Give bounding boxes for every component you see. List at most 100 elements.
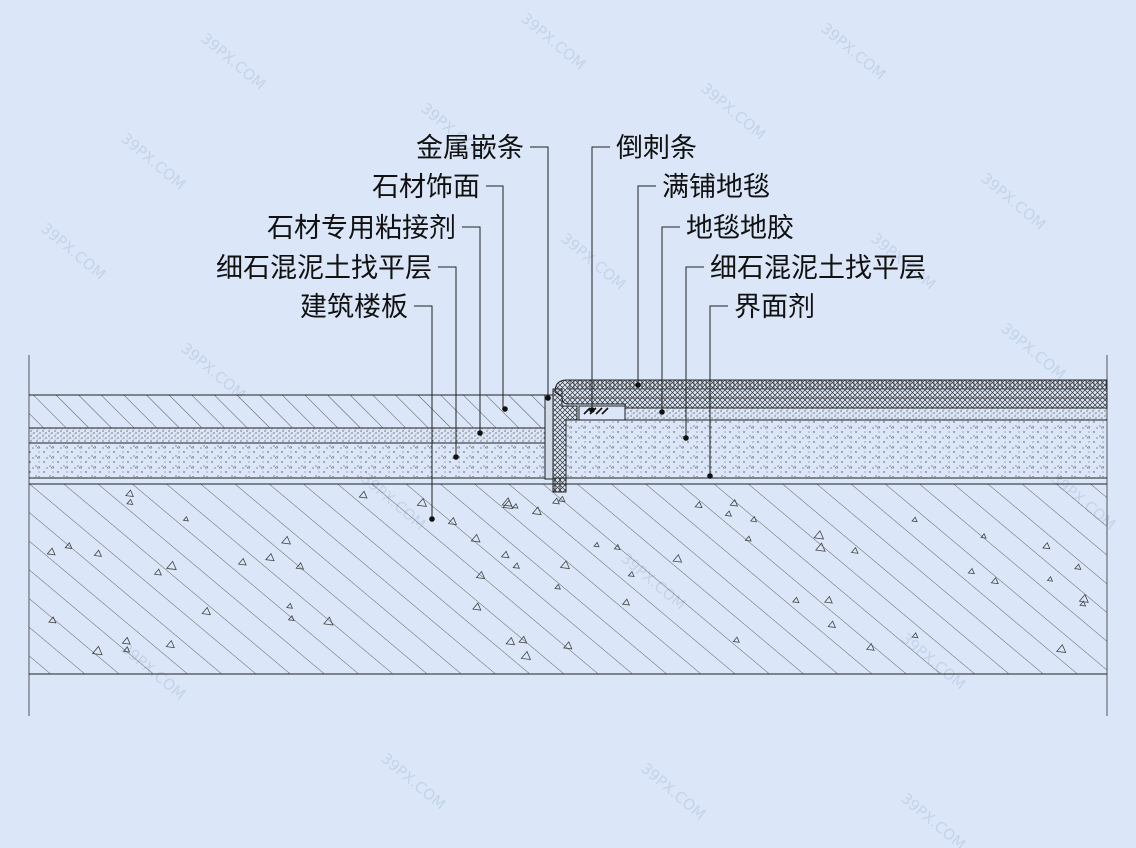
aggregate-mark <box>613 543 621 551</box>
left-leader-dots <box>429 395 551 522</box>
carpet-shape <box>554 379 1108 409</box>
aggregate-mark <box>1079 600 1087 607</box>
aggregate-mark <box>286 602 294 609</box>
aggregate-mark <box>823 595 833 604</box>
aggregate-mark <box>990 576 999 585</box>
watermark-text: 39PX.COM <box>517 9 589 73</box>
aggregate-mark <box>627 570 635 577</box>
watermark-text: 39PX.COM <box>817 19 889 83</box>
label-carpet: 满铺地毯 <box>662 172 770 203</box>
right-screed-shape <box>566 419 1107 478</box>
aggregate-mark <box>48 616 57 624</box>
right-leaders <box>591 146 728 476</box>
aggregate-mark <box>416 497 428 507</box>
aggregate-mark <box>201 606 211 616</box>
aggregate-mark <box>125 489 134 498</box>
aggregate-mark <box>46 547 56 556</box>
label-stone-adhesive: 石材专用粘接剂 <box>267 213 456 244</box>
label-floor-slab: 建筑楼板 <box>300 292 408 323</box>
aggregate-mark <box>121 636 131 645</box>
watermark-text: 39PX.COM <box>637 759 709 823</box>
aggregate-mark <box>64 542 73 549</box>
aggregate-mark <box>520 650 532 660</box>
aggregate-mark <box>621 598 631 606</box>
aggregate-mark <box>865 643 875 651</box>
watermark-text: 39PX.COM <box>197 29 269 93</box>
stone-finish-shape <box>29 394 545 428</box>
label-metal-inlay-strip: 金属嵌条 <box>416 133 524 164</box>
label-screed-left: 细石混泥土找平层 <box>216 253 432 284</box>
label-gripper-strip: 倒刺条 <box>616 133 697 164</box>
aggregate-mark <box>166 560 177 571</box>
label-carpet-glue: 地毯地胶 <box>686 213 794 244</box>
aggregate-mark <box>472 602 482 611</box>
aggregate-mark <box>1056 643 1067 654</box>
aggregate-mark <box>694 501 703 509</box>
aggregate-mark <box>237 557 247 566</box>
aggregate-mark <box>182 515 189 522</box>
aggregate-mark <box>93 549 103 557</box>
aggregate-mark <box>724 510 732 517</box>
watermark-text: 39PX.COM <box>377 749 449 813</box>
aggregate-mark <box>512 502 519 509</box>
aggregate-mark <box>126 498 134 505</box>
right-leader-dots <box>589 382 713 479</box>
aggregate-mark <box>559 560 571 570</box>
floor-slab-shape <box>29 483 1107 675</box>
aggregate-mark <box>1042 541 1051 550</box>
aggregate-mark <box>512 562 520 569</box>
aggregate-mark <box>813 530 825 540</box>
stone-adhesive-shape <box>29 427 545 443</box>
aggregate-mark <box>153 568 162 576</box>
aggregate-mark <box>827 620 837 628</box>
aggregate-mark <box>672 554 683 563</box>
aggregate-mark <box>501 497 513 507</box>
aggregate-mark <box>122 646 131 653</box>
aggregate-mark <box>551 497 560 505</box>
watermark-text: 39PX.COM <box>977 169 1049 233</box>
aggregate-mark <box>518 635 528 644</box>
gripper-strip-shape <box>578 405 626 421</box>
aggregate-mark <box>792 596 800 604</box>
watermark-text: 39PX.COM <box>557 229 629 293</box>
aggregate-mark <box>165 639 175 649</box>
aggregate-mark <box>554 583 561 590</box>
aggregate-mark <box>475 570 486 580</box>
left-leaders <box>414 146 549 519</box>
label-interface-agent: 界面剂 <box>734 292 815 323</box>
aggregate-mark <box>729 499 739 507</box>
watermark-text: 39PX.COM <box>117 129 189 193</box>
aggregate-mark <box>967 567 975 575</box>
aggregate-mark <box>1074 563 1082 570</box>
aggregate-mark <box>91 645 103 656</box>
aggregate-mark <box>593 541 600 548</box>
aggregate-mark <box>563 641 573 650</box>
aggregate-mark <box>281 535 292 545</box>
watermark-text: 39PX.COM <box>897 789 969 848</box>
aggregate-mark <box>850 546 859 554</box>
watermark-text: 39PX.COM <box>37 219 109 283</box>
watermark-text: 39PX.COM <box>697 79 769 143</box>
aggregate-mark <box>732 636 740 643</box>
aggregate-mark <box>505 636 516 646</box>
aggregate-mark <box>911 632 919 639</box>
aggregate-mark <box>500 550 510 559</box>
label-screed-right: 细石混泥土找平层 <box>710 253 926 284</box>
label-stone-finish: 石材饰面 <box>372 172 480 203</box>
aggregate-mark <box>358 490 368 499</box>
aggregate-mark <box>980 533 987 539</box>
aggregate-mark <box>470 533 481 543</box>
aggregate-mark <box>744 535 752 542</box>
aggregate-mark <box>815 542 826 552</box>
aggregate-mark <box>557 495 566 503</box>
aggregate-mark <box>265 552 275 562</box>
watermark-text: 39PX.COM <box>997 319 1069 383</box>
aggregate-mark <box>287 614 295 621</box>
watermark-text: 39PX.COM <box>177 339 249 403</box>
carpet-glue-shape <box>625 407 1107 420</box>
aggregate-mark <box>531 506 542 516</box>
aggregate-mark <box>911 516 918 523</box>
aggregate-mark <box>295 562 305 570</box>
